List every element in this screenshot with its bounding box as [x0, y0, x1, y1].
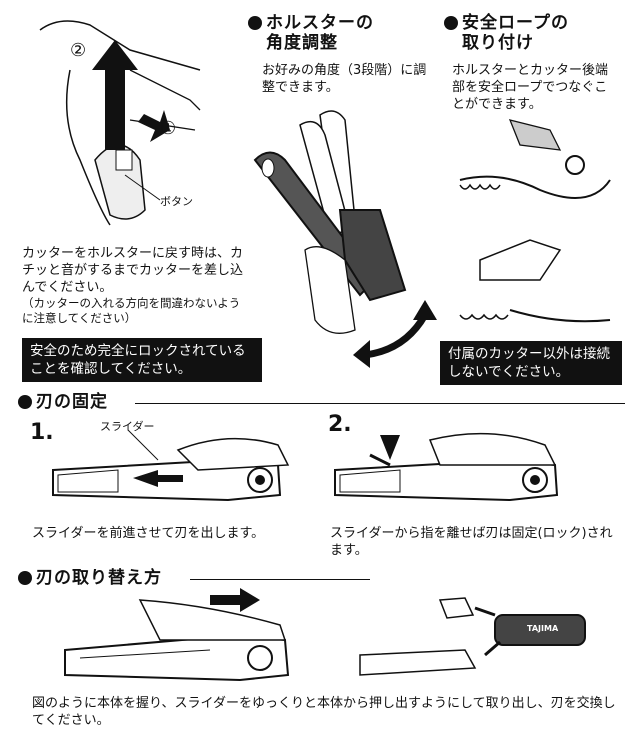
button-callout-label: ボタン: [160, 195, 193, 208]
step-one-label: ①: [160, 118, 177, 139]
step2-illustration: [330, 420, 580, 520]
bullet-icon: [248, 16, 262, 30]
arrow-right-icon: [210, 588, 260, 612]
lock-warning-box: 安全のため完全にロックされていることを確認してください。: [22, 338, 262, 382]
bullet-icon: [18, 395, 32, 409]
arrow-right-icon: [133, 470, 183, 487]
rope-illustration: [440, 110, 630, 340]
blade-lock-rule: [135, 403, 625, 404]
rope-text: ホルスターとカッター後端部を安全ロープでつなぐことができます。: [452, 63, 609, 112]
blade-change-parts-illustration: TAJIMA: [355, 590, 605, 690]
step-two-label: ②: [70, 40, 87, 61]
blade-change-title: 刃の取り替え方: [18, 568, 162, 588]
holster-angle-illustration: [245, 100, 445, 370]
brand-mark: TAJIMA: [527, 624, 559, 633]
blade-change-text: 図のように本体を握り、スライダーをゆっくりと本体から押し出すようにして取り出し、…: [32, 696, 616, 728]
bullet-icon: [444, 16, 458, 30]
arrow-up-icon: [92, 40, 138, 150]
rope-title: 安全ロープの 取り付け: [444, 13, 569, 53]
rope-warning-box: 付属のカッター以外は接続しないでください。: [440, 341, 622, 385]
bullet-icon: [18, 571, 32, 585]
angle-text: お好みの角度（3段階）に調整できます。: [262, 63, 427, 95]
angle-title: ホルスターの 角度調整: [248, 13, 374, 53]
holster-insert-text: カッターをホルスターに戻す時は、カチッと音がするまでカッターを差し込んでください…: [22, 246, 244, 295]
step1-illustration: [48, 420, 298, 520]
step1-text: スライダーを前進させて刃を出します。: [32, 526, 265, 541]
step2-text: スライダーから指を離せば刃は固定(ロック)されます。: [330, 526, 613, 558]
slider-label: スライダー: [100, 420, 155, 433]
attention-mark-icon: [380, 435, 400, 460]
blade-change-rule: [190, 579, 370, 580]
blade-change-hand-illustration: [60, 580, 310, 690]
rotate-arrow-icon: [364, 313, 429, 359]
holster-insert-illustration: [20, 10, 220, 240]
holster-insert-note: （カッターの入れる方向を間違わないように注意してください）: [22, 296, 241, 325]
step1-number: 1.: [30, 420, 54, 445]
step2-number: 2.: [328, 412, 352, 437]
blade-lock-title: 刃の固定: [18, 392, 108, 412]
